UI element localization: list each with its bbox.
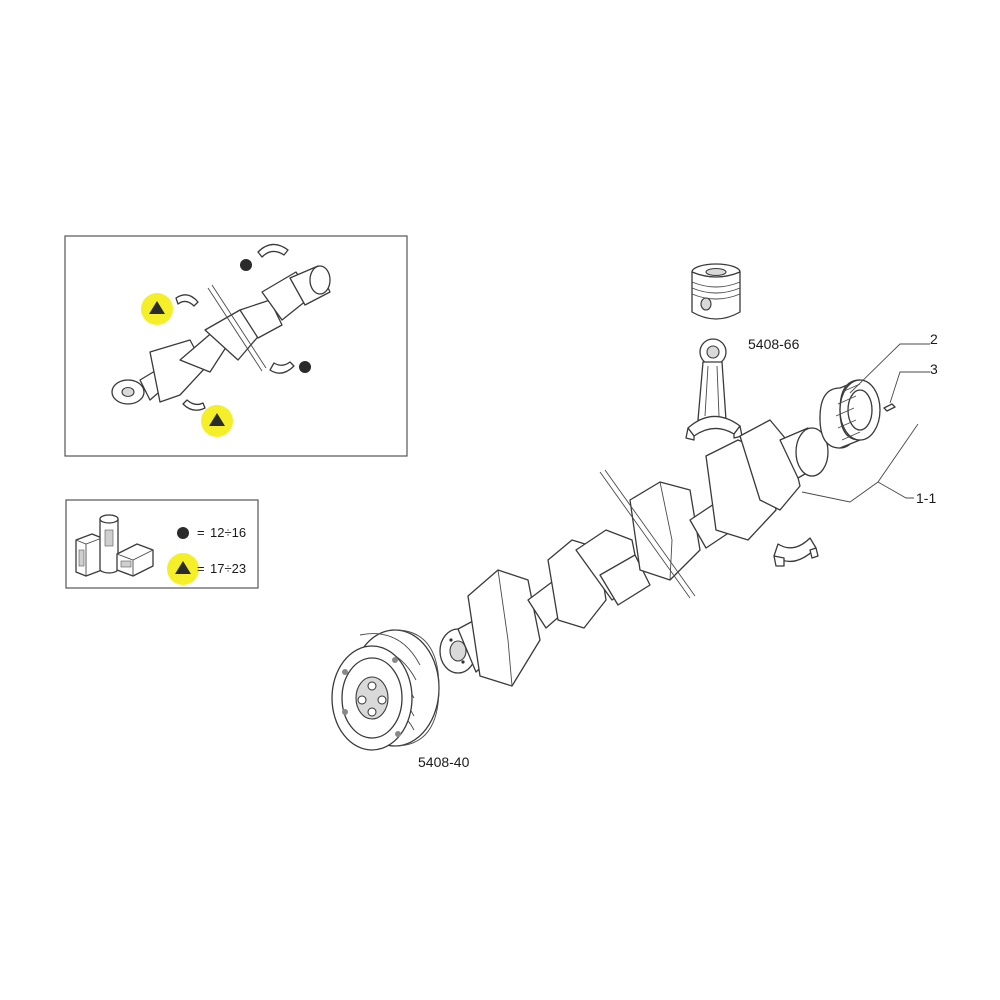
triangle-marker-icon — [149, 301, 165, 314]
callout-2: 2 — [930, 331, 938, 347]
inset-bearing-view — [64, 235, 408, 457]
legend-equals-2: = — [197, 561, 205, 576]
legend-triangle-range: 17÷23 — [210, 561, 246, 576]
legend-equals-1: = — [197, 525, 205, 540]
connecting-rod — [685, 338, 743, 441]
piston — [691, 263, 741, 320]
inset-bearing-shell-upper-1 — [257, 243, 289, 258]
inset-crankshaft — [111, 265, 331, 405]
circle-marker-icon — [299, 361, 311, 373]
triangle-symbol-icon — [175, 561, 191, 574]
triangle-marker-icon — [209, 413, 225, 426]
crankshaft-pulley — [331, 629, 440, 751]
bearing-shell — [773, 537, 819, 567]
bearing-kit-icon — [75, 514, 154, 577]
timing-gear — [819, 379, 881, 449]
circle-symbol-icon — [177, 527, 189, 539]
circle-marker-icon — [240, 259, 252, 271]
inset-bearing-shell-lower-2 — [182, 399, 206, 411]
crankshaft — [439, 419, 829, 687]
label-piston-group: 5408-66 — [748, 336, 800, 352]
key-pin — [883, 403, 896, 412]
inset-bearing-shell-upper-2 — [175, 294, 199, 307]
callout-1: 1-1 — [916, 490, 936, 506]
leader-lines — [801, 343, 930, 503]
legend-box: = 12÷16 = 17÷23 — [65, 499, 259, 589]
inset-bearing-shell-lower-1 — [269, 361, 295, 374]
callout-3: 3 — [930, 361, 938, 377]
legend-circle-range: 12÷16 — [210, 525, 246, 540]
label-pulley: 5408-40 — [418, 754, 470, 770]
